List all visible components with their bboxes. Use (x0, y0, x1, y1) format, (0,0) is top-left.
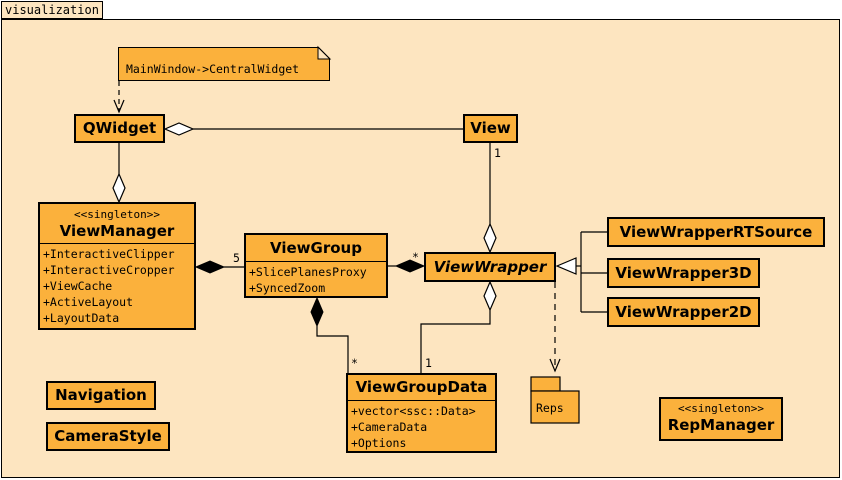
view-wrapper-3d-class: ViewWrapper3D (607, 258, 760, 288)
camera-style-class: CameraStyle (46, 422, 170, 451)
reps-dependency-arrow (549, 358, 561, 373)
attribute: +SyncedZoom (249, 281, 326, 295)
view-wrapper-rt-source-class: ViewWrapperRTSource (607, 217, 825, 247)
rep-manager-class: <<singleton>> RepManager (659, 397, 783, 441)
attribute: +Options (351, 436, 407, 450)
view-wrapper-2d-class: ViewWrapper2D (607, 297, 760, 327)
multiplicity-manager-group: 5 (233, 251, 240, 265)
attribute: +vector<ssc::Data> (351, 404, 476, 418)
wrapper-data-aggregation-diamond (483, 280, 497, 312)
multiplicity-group-wrapper: * (412, 250, 419, 264)
rep-manager-name: RepManager (667, 416, 775, 434)
view-wrapper-rt-source-name: ViewWrapperRTSource (619, 223, 813, 241)
view-manager-stereotype: <<singleton>> (73, 208, 161, 221)
reps-package-body (530, 390, 580, 424)
view-name: View (470, 119, 511, 137)
attribute: +InteractiveClipper (43, 247, 175, 261)
view-group-data-class: ViewGroupData +vector<ssc::Data> +Camera… (346, 373, 497, 453)
attribute: +ActiveLayout (43, 295, 134, 309)
attribute: +ViewCache (43, 279, 113, 293)
view-group-name: ViewGroup (270, 239, 362, 257)
attribute: +CameraData (351, 420, 428, 434)
navigation-class: Navigation (46, 381, 156, 410)
manager-composition-diamond (194, 260, 226, 274)
view-group-data-attributes: +vector<ssc::Data> +CameraData +Options (348, 400, 495, 451)
multiplicity-wrapper-data: 1 (425, 356, 432, 370)
qwidget-class: QWidget (74, 114, 165, 143)
view-class: View (463, 114, 518, 143)
view-wrapper-3d-name: ViewWrapper3D (615, 264, 752, 282)
multiplicity-view-wrapper: 1 (494, 146, 501, 160)
attribute: +LayoutData (43, 311, 120, 325)
package-tab: visualization (1, 1, 103, 19)
group-data-line (316, 326, 349, 373)
attribute: +InteractiveCropper (43, 263, 175, 277)
view-wrapper-name: ViewWrapper (433, 258, 547, 276)
view-wrapper-class: ViewWrapper (424, 252, 556, 282)
view-group-data-name: ViewGroupData (355, 378, 488, 396)
view-manager-name: ViewManager (59, 222, 175, 240)
view-group-class: ViewGroup +SlicePlanesProxy +SyncedZoom (244, 233, 388, 298)
group-data-composition-diamond (310, 296, 324, 328)
central-widget-note: MainWindow->CentralWidget (118, 47, 330, 81)
attribute: +SlicePlanesProxy (249, 265, 367, 279)
rep-manager-stereotype: <<singleton>> (677, 402, 765, 415)
note-text: MainWindow->CentralWidget (126, 62, 300, 76)
wrapper-data-line (420, 310, 491, 373)
view-wrapper-2d-name: ViewWrapper2D (615, 303, 752, 321)
camera-style-name: CameraStyle (54, 427, 162, 445)
view-group-attributes: +SlicePlanesProxy +SyncedZoom (246, 261, 386, 296)
view-manager-class: <<singleton>> ViewManager +InteractiveCl… (38, 202, 196, 330)
reps-package-label: Reps (536, 401, 564, 415)
multiplicity-group-data: * (351, 356, 358, 370)
qwidget-aggregation-diamond (163, 122, 195, 136)
navigation-name: Navigation (55, 386, 147, 404)
note-link-arrow (113, 99, 125, 114)
qwidget-name: QWidget (82, 119, 157, 137)
view-manager-attributes: +InteractiveClipper +InteractiveCropper … (40, 243, 194, 326)
generalization-triangle (555, 257, 577, 275)
